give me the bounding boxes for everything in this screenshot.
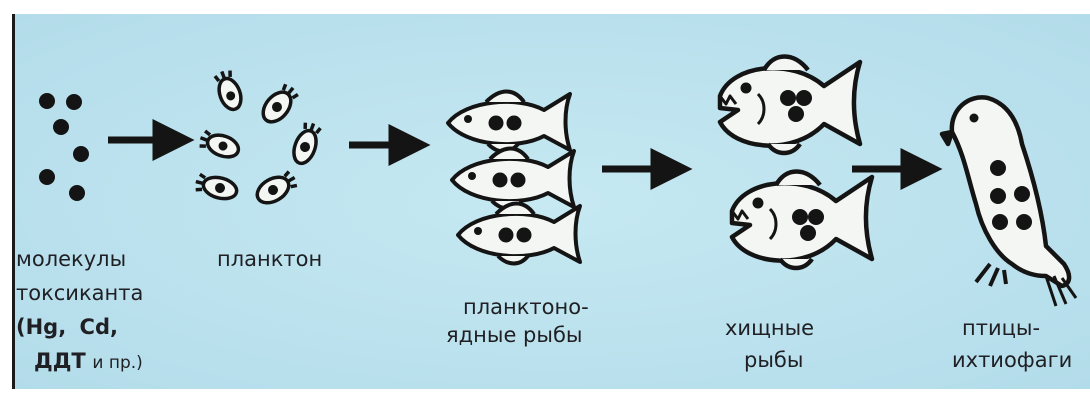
label-plankton: планктон: [217, 249, 322, 270]
molecule-dot: [69, 185, 85, 201]
label-etc: и пр.): [92, 353, 142, 373]
label-plankton-fish-line2: ядные рыбы: [446, 325, 583, 346]
label-mercury: (Hg,: [16, 315, 66, 339]
label-predatory-fish-line2: рыбы: [744, 350, 803, 371]
molecule-dot: [39, 93, 55, 109]
label-birds-line2: ихтиофаги: [952, 350, 1072, 371]
label-molecules-line1: молекулы: [16, 249, 126, 270]
label-cadmium: Cd,: [80, 315, 118, 339]
label-birds-line1: птицы-: [962, 318, 1040, 339]
molecule-dot: [66, 94, 82, 110]
label-ddt: ДДТ: [34, 349, 86, 373]
label-predatory-fish-line1: хищные: [725, 318, 814, 339]
molecule-dot: [73, 146, 89, 162]
molecule-dot: [39, 169, 55, 185]
label-molecules-line2: токсиканта: [16, 283, 143, 304]
label-molecules-line3: (Hg, Cd,: [16, 317, 118, 338]
molecule-dot: [53, 119, 69, 135]
label-molecules-line4: ДДТ и пр.): [34, 351, 143, 372]
plankton-eating-fish-group: [448, 92, 580, 264]
label-plankton-fish-line1: планктоно-: [463, 297, 589, 318]
frame-left-edge: [12, 14, 15, 389]
